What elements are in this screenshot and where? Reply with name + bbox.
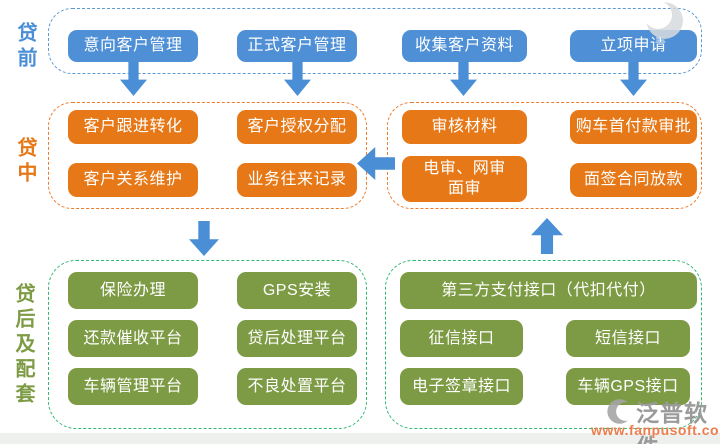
node-face-sign-contract-disbursement: 面签合同放款 xyxy=(570,163,697,197)
node-bad-asset-disposal-platform: 不良处置平台 xyxy=(237,368,357,405)
watermark-brand: 泛普软件 xyxy=(636,400,708,444)
fanpu-logo-icon xyxy=(646,2,683,39)
node-review-materials: 审核材料 xyxy=(402,110,527,144)
node-collect-customer-info: 收集客户资料 xyxy=(402,30,527,62)
node-gps-installation: GPS安装 xyxy=(237,272,357,309)
node-customer-authorization-allocation: 客户授权分配 xyxy=(237,110,357,144)
node-vehicle-management-platform: 车辆管理平台 xyxy=(68,368,198,405)
node-project-application: 立项申请 xyxy=(570,30,697,62)
node-credit-check-interface: 征信接口 xyxy=(400,320,523,357)
node-sms-interface: 短信接口 xyxy=(566,320,690,357)
node-vehicle-gps-interface: 车辆GPS接口 xyxy=(566,368,690,405)
fanpu-logo-icon xyxy=(607,399,628,424)
post-loan-label: 贷后及配套 xyxy=(12,283,34,408)
node-repayment-collection-platform: 还款催收平台 xyxy=(68,320,198,357)
in-loan-label: 贷中 xyxy=(14,137,36,187)
node-insurance-handling: 保险办理 xyxy=(68,272,198,309)
node-phone-online-face-review: 电审、网审 面审 xyxy=(402,156,527,202)
node-intent-customer-management: 意向客户管理 xyxy=(68,30,198,62)
node-customer-follow-up-conversion: 客户跟进转化 xyxy=(68,110,198,144)
node-business-dealing-records: 业务往来记录 xyxy=(237,163,357,197)
post-loan-right-zone xyxy=(385,260,702,429)
up-arrow-icon xyxy=(531,218,563,254)
pre-loan-label: 贷前 xyxy=(14,22,36,72)
node-customer-relationship-maintenance: 客户关系维护 xyxy=(68,163,198,197)
down-arrow-icon xyxy=(189,221,219,256)
page-background-strip xyxy=(0,433,720,444)
in-loan-right-zone xyxy=(387,102,702,209)
node-car-down-payment-approval: 购车首付款审批 xyxy=(570,110,697,144)
node-formal-customer-management: 正式客户管理 xyxy=(237,30,357,62)
post-loan-left-zone xyxy=(48,260,367,429)
node-post-loan-processing-platform: 贷后处理平台 xyxy=(237,320,357,357)
node-e-signature-interface: 电子签章接口 xyxy=(400,368,523,405)
watermark-url: www.fanpusoft.com xyxy=(591,422,720,438)
pre-loan-zone xyxy=(48,8,702,74)
node-third-party-payment-interface: 第三方支付接口（代扣代付） xyxy=(400,272,697,309)
